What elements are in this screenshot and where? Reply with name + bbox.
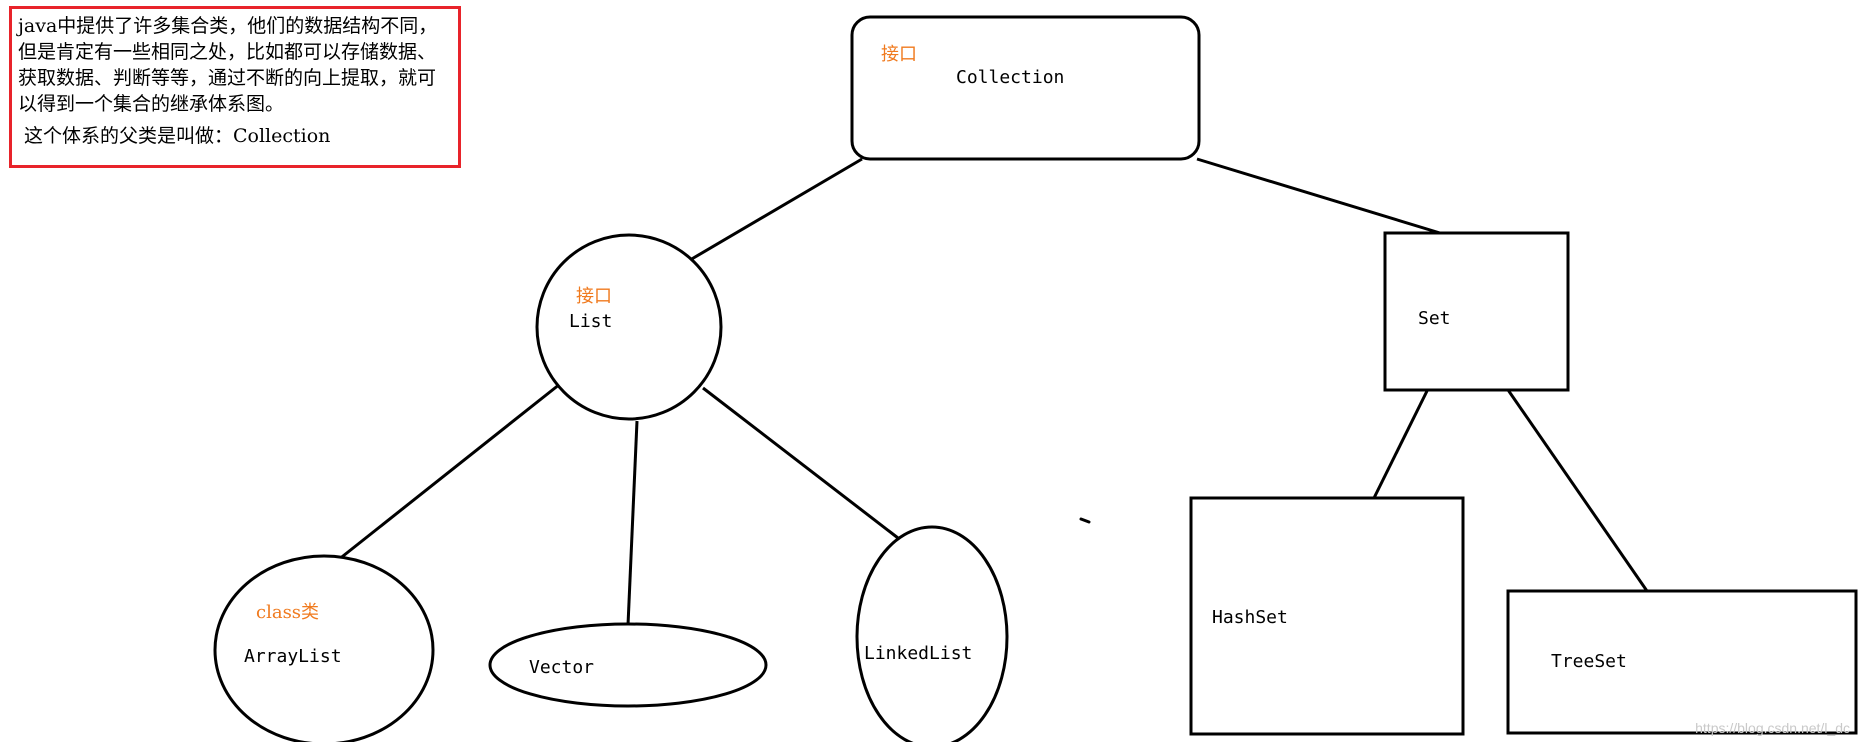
hashset-name: HashSet — [1212, 607, 1288, 628]
arraylist-tag: class类 — [256, 602, 320, 623]
list-name: List — [569, 311, 613, 332]
node-list-shape — [535, 233, 723, 421]
node-vector-shape — [488, 622, 768, 708]
collection-tag: 接口 — [881, 44, 917, 65]
list-tag: 接口 — [576, 286, 612, 307]
stray-mark — [1079, 517, 1091, 524]
set-name: Set — [1418, 308, 1451, 329]
edge-list-linkedlist — [702, 386, 899, 540]
edge-collection-set — [1196, 157, 1441, 235]
node-hashset-shape — [1189, 496, 1465, 736]
explanation-note: java中提供了许多集合类，他们的数据结构不同，但是肯定有一些相同之处，比如都可… — [9, 6, 461, 168]
edge-set-treeset — [1504, 386, 1649, 592]
watermark: https://blog.csdn.net/l_dc — [1695, 720, 1850, 736]
node-collection-shape — [850, 15, 1201, 161]
treeset-name: TreeSet — [1551, 651, 1627, 672]
edge-collection-list — [689, 157, 863, 262]
node-arraylist-shape — [213, 554, 435, 742]
note-body: java中提供了许多集合类，他们的数据结构不同，但是肯定有一些相同之处，比如都可… — [18, 15, 438, 115]
edge-list-vector — [626, 420, 639, 626]
vector-name: Vector — [529, 657, 595, 678]
node-linkedlist-shape — [855, 525, 1009, 742]
edge-list-arraylist — [337, 382, 561, 562]
arraylist-name: ArrayList — [244, 646, 342, 667]
node-set-shape — [1383, 231, 1570, 392]
collection-name: Collection — [956, 67, 1065, 88]
linkedlist-name: LinkedList — [864, 643, 973, 664]
edge-set-hashset — [1372, 390, 1429, 499]
note-footer: 这个体系的父类是叫做：Collection — [24, 125, 331, 147]
node-treeset-shape — [1506, 589, 1858, 735]
